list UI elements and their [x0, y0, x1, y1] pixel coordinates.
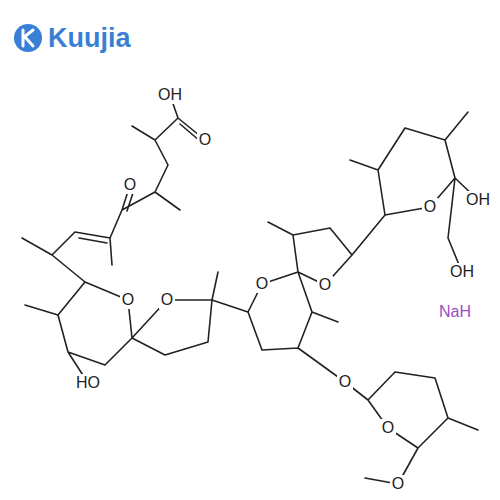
oxygen-atom: O: [337, 373, 353, 391]
double-bond-lines: [79, 124, 200, 243]
oxygen-atom: O: [159, 291, 175, 309]
oxygen-atom: O: [254, 275, 270, 293]
oxygen-atom: O: [122, 176, 138, 194]
logo-icon: [14, 24, 42, 52]
oxygen-atom: O: [197, 131, 213, 149]
bond-skeleton: [22, 95, 478, 484]
oxygen-atom: O: [120, 291, 136, 309]
hydroxyl-label: OH: [464, 191, 492, 209]
hydroxyl-label: OH: [448, 263, 476, 281]
oxygen-atom: O: [380, 419, 396, 437]
hydroxyl-label: OH: [156, 86, 184, 104]
oxygen-atom: O: [317, 276, 333, 294]
oxygen-atom: O: [390, 475, 406, 493]
hydroxyl-label: HO: [74, 374, 102, 392]
watermark-logo: Kuujia: [48, 23, 131, 53]
oxygen-atom: O: [422, 198, 438, 216]
sodium-hydride-label: NaH: [437, 303, 473, 321]
